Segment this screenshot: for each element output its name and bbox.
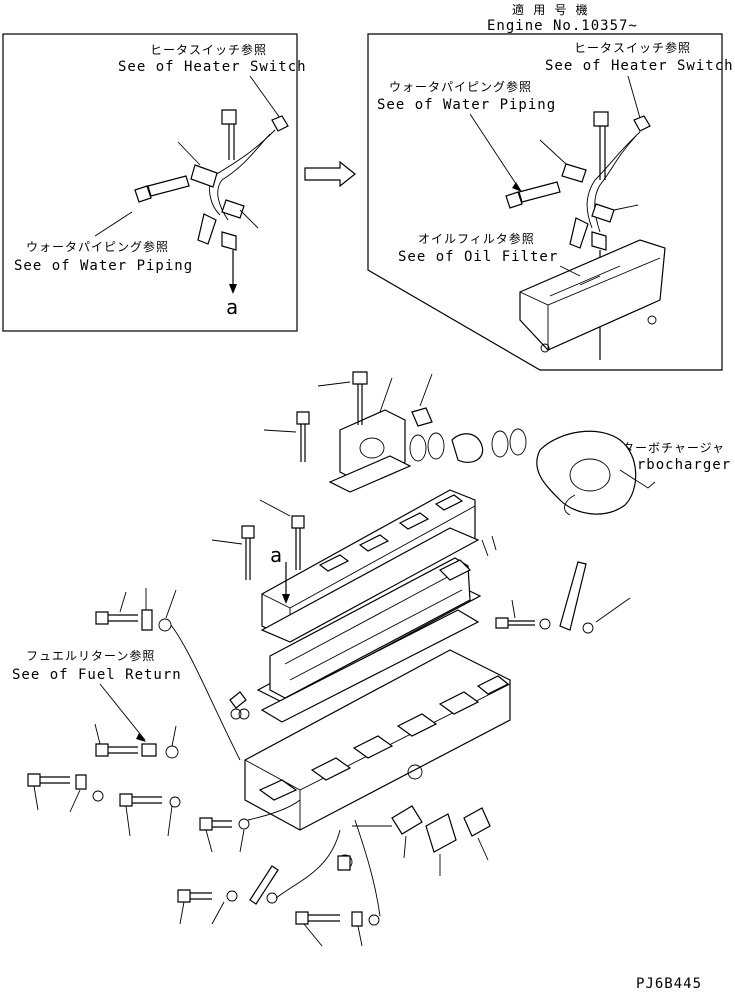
right-heater-switch-jp: ヒータスイッチ参照	[574, 40, 691, 55]
turbocharger-label-jp: ターボチャージャ	[622, 441, 725, 455]
header-engine-number: Engine No.10357~	[487, 18, 638, 34]
drawing-code: PJ6B445	[636, 976, 702, 992]
right-inset-panel: ヒータスイッチ参照 See of Heater Switch ウォータパイピング…	[367, 33, 734, 371]
turbocharger-label-en: Turbocharger	[618, 457, 731, 473]
right-heater-assembly	[469, 75, 651, 360]
left-bolt-set	[27, 588, 381, 947]
main-exploded-view: ターボチャージャ Turbocharger	[12, 371, 731, 947]
main-arrow-letter: a	[270, 543, 283, 567]
turbocharger	[536, 430, 656, 516]
right-water-piping-jp: ウォータパイピング参照	[389, 79, 532, 94]
right-oil-filter-en: See of Oil Filter	[398, 249, 558, 265]
gasket-lower	[260, 609, 480, 723]
transition-arrow	[304, 160, 356, 188]
fuel-return-label-jp: フュエルリターン参照	[26, 648, 155, 663]
cooler-case	[244, 649, 511, 870]
right-oil-filter-jp: オイルフィルタ参照	[418, 231, 535, 246]
bottom-flange-fittings	[229, 691, 491, 876]
left-arrow-letter: a	[226, 295, 239, 319]
fuel-return-label-en: See of Fuel Return	[12, 667, 182, 683]
left-heater-switch-en: See of Heater Switch	[118, 59, 307, 75]
oil-cooler-element	[269, 535, 497, 699]
left-inset-panel: ヒータスイッチ参照 See of Heater Switch ウォータパイピング…	[2, 33, 307, 332]
oil-filter-bracket	[519, 239, 666, 353]
right-water-piping-en: See of Water Piping	[377, 97, 556, 113]
left-water-piping-en: See of Water Piping	[14, 258, 193, 274]
right-heater-switch-en: See of Heater Switch	[545, 58, 734, 74]
left-heater-assembly	[94, 75, 289, 294]
gasket-upper	[260, 527, 480, 643]
thermostat-housing	[263, 371, 527, 493]
right-clamp-set	[495, 561, 631, 634]
left-heater-switch-jp: ヒータスイッチ参照	[150, 42, 267, 57]
left-water-piping-jp: ウォータパイピング参照	[26, 239, 169, 254]
header-applicable-label: 適 用 号 機	[512, 2, 589, 17]
